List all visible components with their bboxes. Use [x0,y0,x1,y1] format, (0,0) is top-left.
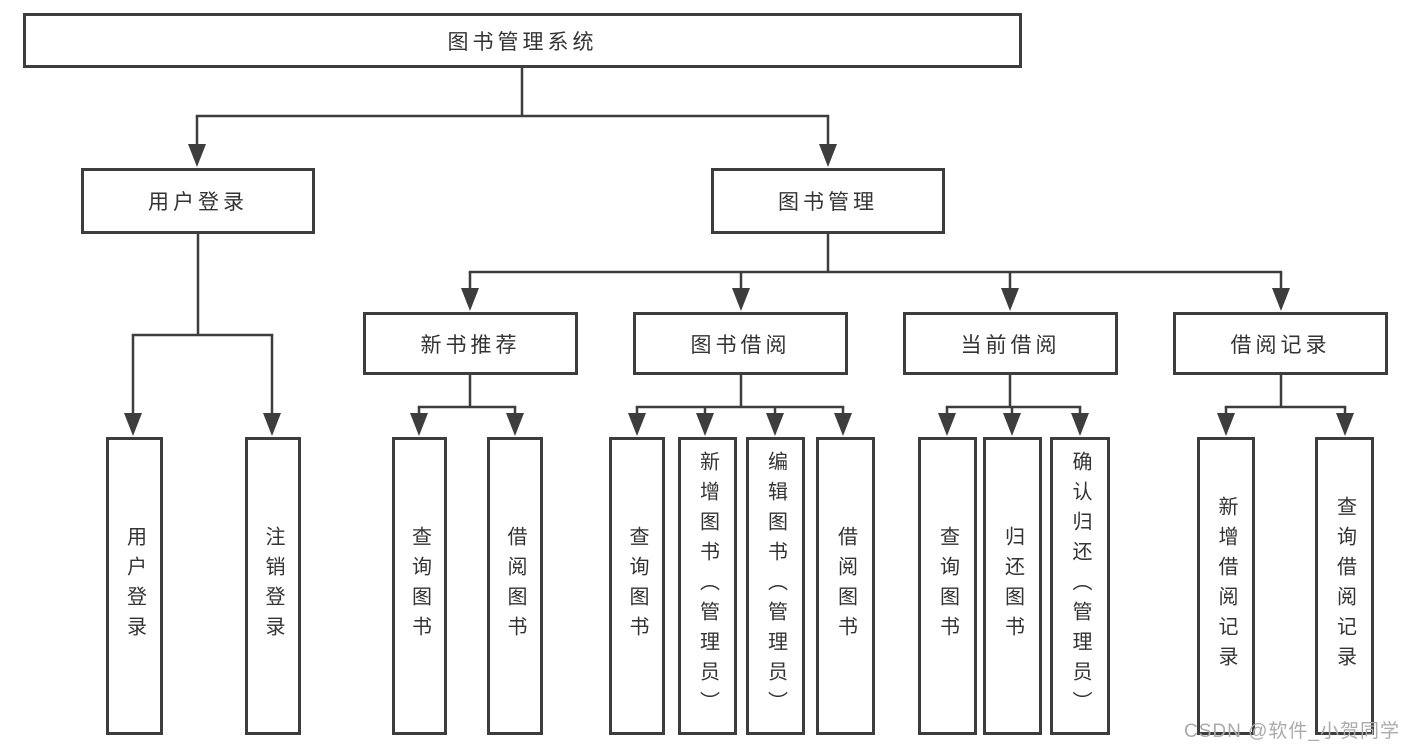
node-book-management: 图书管理 [711,168,945,234]
leaf-borrowing-borrow-books: 借阅图书 [816,437,875,735]
leaf-records-add-record: 新增借阅记录 [1197,437,1255,735]
leaf-label: 新增借阅记录 [1215,496,1237,676]
node-new-book-recommend: 新书推荐 [363,312,578,375]
leaf-label: 查询图书 [626,526,648,646]
leaf-logout: 注销登录 [245,437,301,735]
csdn-watermark: CSDN @软件_小贺同学 [1184,721,1400,742]
node-current-borrowing: 当前借阅 [903,312,1118,375]
leaf-label: 用户登录 [123,526,146,646]
leaf-label: 查询图书 [408,526,431,646]
node-label: 用户登录 [148,191,248,214]
leaf-label: 归还图书 [1001,526,1024,646]
leaf-current-query-books: 查询图书 [918,437,977,735]
leaf-records-query-record: 查询借阅记录 [1315,437,1374,735]
leaf-user-login: 用户登录 [106,437,163,735]
leaf-current-return-books: 归还图书 [983,437,1042,735]
leaf-borrowing-add-books-admin: 新增图书（管理员） [678,437,737,735]
leaf-newbook-query-books: 查询图书 [392,437,447,735]
leaf-borrowing-edit-books-admin: 编辑图书（管理员） [746,437,805,735]
node-book-borrowing: 图书借阅 [633,312,848,375]
leaf-current-confirm-return-admin: 确认归还（管理员） [1050,437,1110,735]
node-label: 新书推荐 [420,333,521,357]
node-user-login: 用户登录 [81,168,315,234]
leaf-newbook-borrow-books: 借阅图书 [487,437,543,735]
leaf-label: 新增图书（管理员） [696,451,719,721]
leaf-borrowing-query-books: 查询图书 [609,437,665,735]
node-borrowing-records: 借阅记录 [1173,312,1388,375]
leaf-label: 编辑图书（管理员） [764,451,787,721]
node-label: 当前借阅 [960,333,1061,357]
node-label: 图书借阅 [690,333,791,357]
node-label: 图书管理 [778,191,878,214]
leaf-label: 确认归还（管理员） [1069,451,1091,721]
node-label: 借阅记录 [1230,333,1331,357]
leaf-label: 借阅图书 [834,526,857,646]
node-label: 图书管理系统 [447,30,598,54]
leaf-label: 注销登录 [262,526,284,646]
node-library-system: 图书管理系统 [23,13,1022,68]
leaf-label: 借阅图书 [504,526,526,646]
leaf-label: 查询图书 [936,526,959,646]
leaf-label: 查询借阅记录 [1333,496,1356,676]
